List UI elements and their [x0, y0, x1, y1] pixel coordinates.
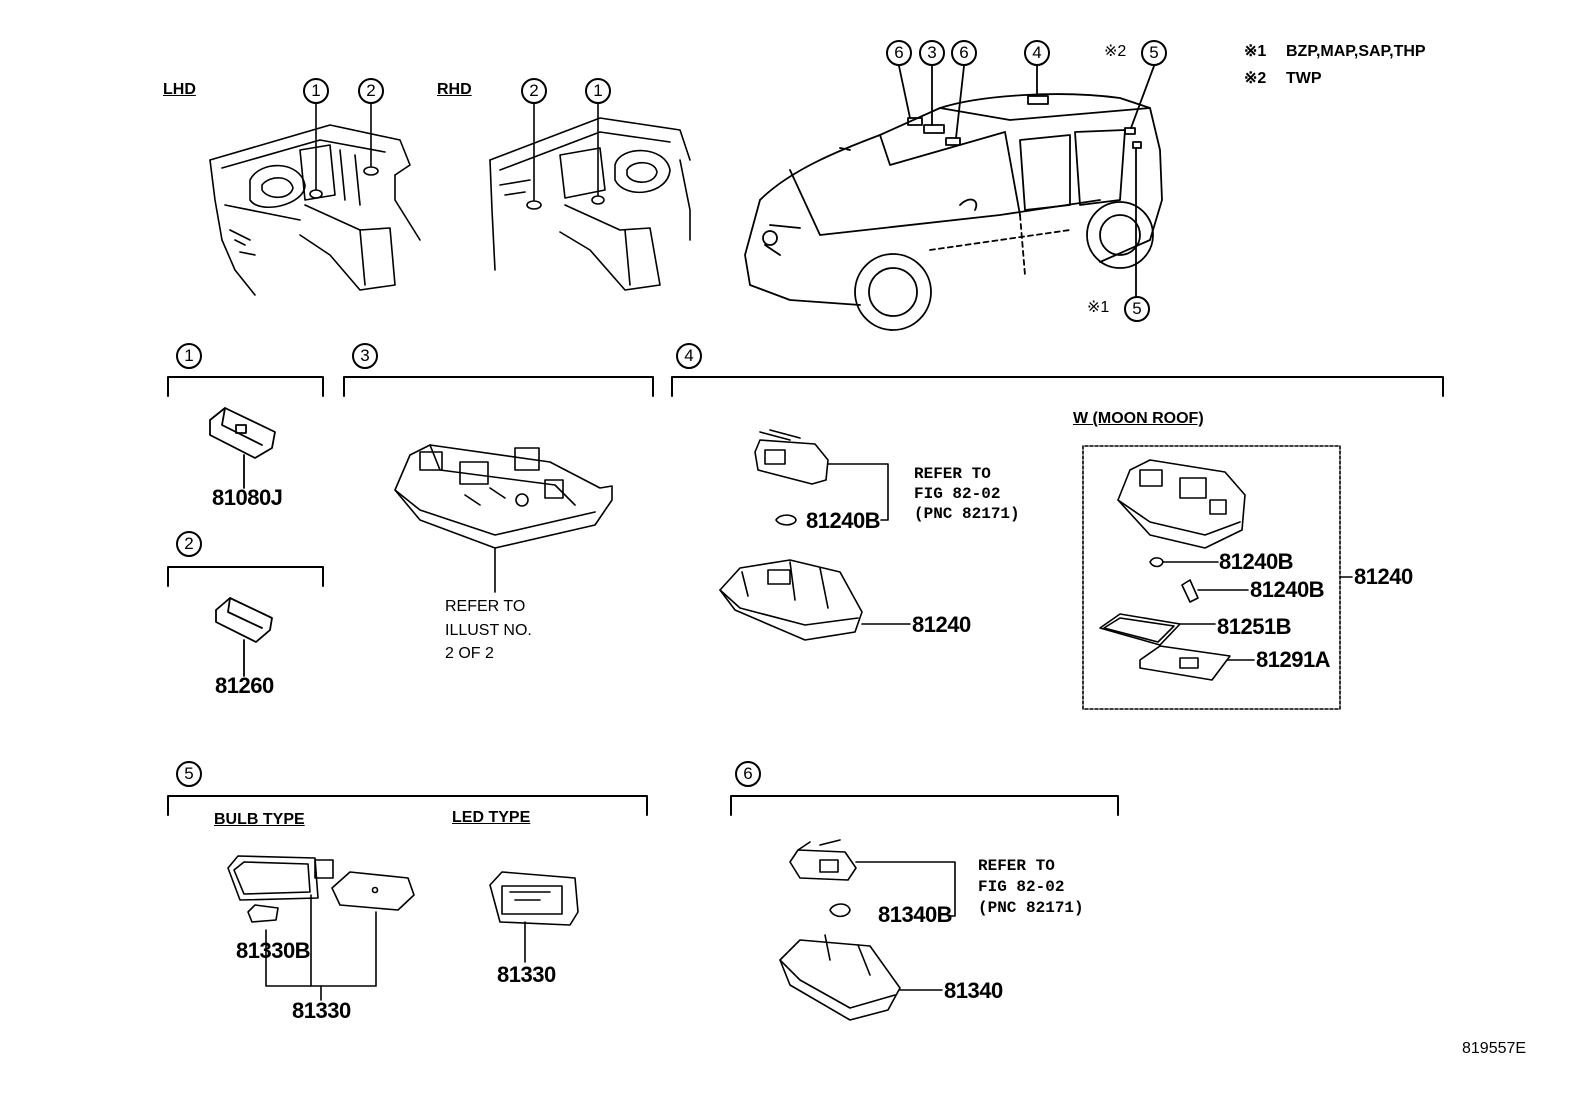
s5-parts-illustration — [227, 855, 579, 1001]
moonroof-part-81251b: 81251B — [1217, 614, 1292, 639]
section-3-number: 3 — [352, 343, 378, 369]
s3-part-illustration — [394, 444, 613, 593]
rhd-callout-2: 2 — [521, 78, 547, 104]
vehicle-callout-5-top: 5 — [1141, 40, 1167, 66]
s3-refer-line-1: REFER TO — [445, 598, 526, 615]
s3-refer-line-3: 2 OF 2 — [445, 645, 494, 662]
note2-text: TWP — [1286, 70, 1322, 87]
lhd-callout-1: 1 — [303, 78, 329, 104]
moonroof-assy-81240: 81240 — [1354, 564, 1413, 589]
s1-part-illustration — [209, 407, 276, 489]
section-1-number: 1 — [176, 343, 202, 369]
note1-text: BZP,MAP,SAP,THP — [1286, 43, 1426, 60]
section-5-number: 5 — [176, 761, 202, 787]
lhd-dashboard-illustration — [209, 103, 421, 296]
s6-refer-line-3: (PNC 82171) — [978, 899, 1084, 917]
led-type-label: LED TYPE — [452, 809, 531, 826]
s4-parts-illustration — [719, 429, 911, 641]
section-6-number: 6 — [735, 761, 761, 787]
vehicle-note-top: ※2 — [1104, 43, 1127, 60]
part-81330-bulb-type: 81330 — [292, 998, 351, 1023]
section-brackets — [167, 376, 1444, 816]
lhd-callout-2: 2 — [358, 78, 384, 104]
lhd-label: LHD — [163, 81, 196, 98]
part-81240: 81240 — [912, 612, 971, 637]
vehicle-callout-3: 3 — [919, 40, 945, 66]
part-81340: 81340 — [944, 978, 1003, 1003]
moonroof-label: W (MOON ROOF) — [1073, 410, 1204, 427]
note1-mark: ※1 — [1244, 43, 1267, 60]
vehicle-callout-6b: 6 — [951, 40, 977, 66]
vehicle-illustration — [744, 65, 1163, 331]
part-81340b: 81340B — [878, 902, 953, 927]
rhd-callout-1: 1 — [585, 78, 611, 104]
part-81260: 81260 — [215, 673, 274, 698]
moonroof-part-81291a: 81291A — [1256, 647, 1331, 672]
vehicle-callout-4: 4 — [1024, 40, 1050, 66]
section-2-number: 2 — [176, 531, 202, 557]
part-81080j: 81080J — [212, 485, 283, 510]
s6-refer-line-2: FIG 82-02 — [978, 878, 1065, 896]
rhd-dashboard-illustration — [489, 103, 691, 291]
note2-mark: ※2 — [1244, 70, 1267, 87]
bulb-type-label: BULB TYPE — [214, 811, 305, 828]
moonroof-part-81240b-1: 81240B — [1219, 549, 1294, 574]
s4-refer-line-1: REFER TO — [914, 465, 991, 483]
vehicle-callout-6a: 6 — [886, 40, 912, 66]
moonroof-part-81240b-2: 81240B — [1250, 577, 1325, 602]
s3-refer-line-2: ILLUST NO. — [445, 622, 532, 639]
s6-parts-illustration — [779, 839, 956, 1021]
s2-part-illustration — [215, 597, 273, 677]
s4-refer-line-3: (PNC 82171) — [914, 505, 1020, 523]
s4-refer-line-2: FIG 82-02 — [914, 485, 1001, 503]
vehicle-callout-5-bottom: 5 — [1124, 296, 1150, 322]
part-81240b: 81240B — [806, 508, 881, 533]
section-4-number: 4 — [676, 343, 702, 369]
part-81330-led-type: 81330 — [497, 962, 556, 987]
s6-refer-line-1: REFER TO — [978, 857, 1055, 875]
illustration-id: 819557E — [1462, 1040, 1527, 1057]
rhd-label: RHD — [437, 81, 472, 98]
vehicle-note-bottom: ※1 — [1087, 299, 1110, 316]
part-81330b: 81330B — [236, 938, 311, 963]
s4-moonroof-box — [1082, 445, 1353, 710]
